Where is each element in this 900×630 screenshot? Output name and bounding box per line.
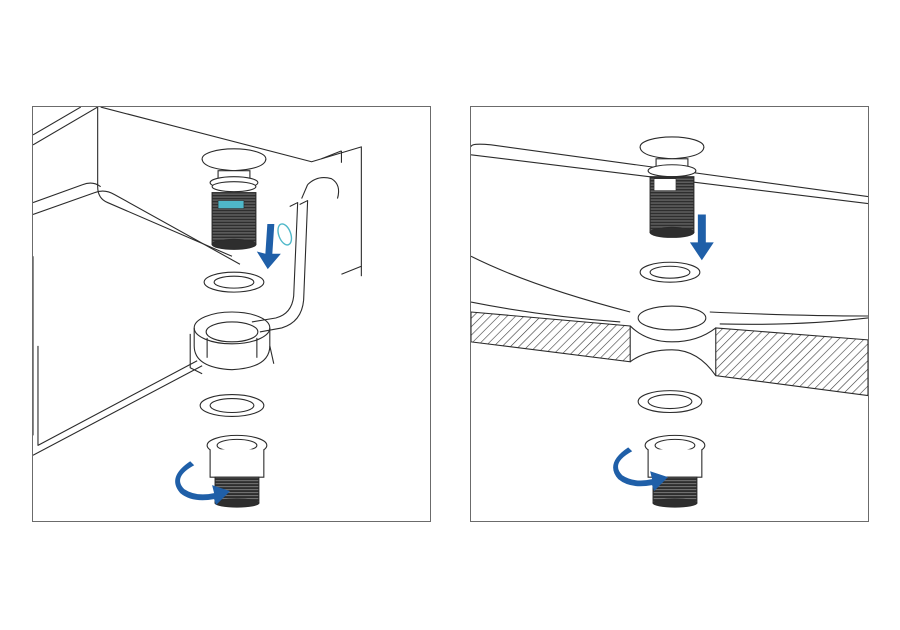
basin-left-edge bbox=[33, 182, 101, 204]
overflow-notch bbox=[307, 177, 340, 199]
down-arrow-icon bbox=[256, 223, 281, 270]
overflow-hole bbox=[277, 223, 293, 246]
panel-countertop-basin-step bbox=[470, 106, 869, 522]
basin-section-left bbox=[471, 311, 631, 363]
basin-drain-hole bbox=[637, 305, 707, 331]
countertop-basin-illustration bbox=[471, 136, 868, 508]
basin-inner-curve-left bbox=[471, 255, 631, 313]
cabinet-top-edge bbox=[100, 107, 362, 275]
plug-seal-highlight bbox=[217, 200, 245, 209]
cabinet-basin-illustration bbox=[33, 107, 362, 508]
basin-rim-line bbox=[33, 107, 82, 136]
drain-body-neck bbox=[647, 449, 703, 478]
drain-hole-rim bbox=[193, 311, 271, 345]
drain-body-neck bbox=[209, 449, 265, 478]
lower-washer bbox=[199, 394, 265, 418]
upper-washer bbox=[639, 261, 701, 283]
drain-collar bbox=[193, 327, 271, 371]
down-arrow-icon bbox=[689, 214, 714, 261]
basin-back-wall bbox=[97, 107, 233, 257]
cabinet-front-panel bbox=[37, 345, 198, 446]
plug-label bbox=[653, 178, 677, 191]
basin-top-edge bbox=[471, 143, 868, 198]
basin-floor-edge bbox=[33, 190, 241, 265]
basin-inner-curve-right bbox=[709, 311, 868, 317]
overflow-channel-outer bbox=[251, 202, 299, 323]
rotate-arrow-icon bbox=[175, 461, 231, 506]
basin-section-right bbox=[715, 327, 868, 397]
overflow-channel-inner bbox=[259, 200, 309, 333]
upper-washer bbox=[203, 271, 265, 293]
lower-washer bbox=[637, 390, 703, 414]
basin-rim-line-inner bbox=[33, 107, 98, 146]
panel-cabinet-basin-step bbox=[32, 106, 431, 522]
rotate-arrow-icon bbox=[613, 447, 669, 492]
